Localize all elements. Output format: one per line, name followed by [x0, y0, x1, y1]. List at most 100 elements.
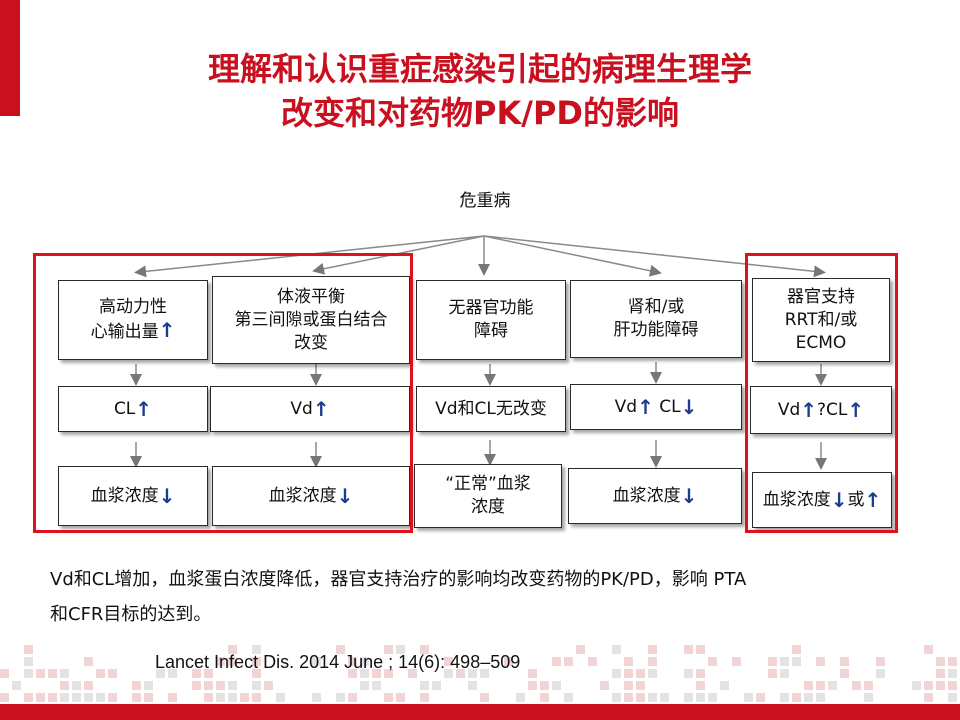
pixel-square: [336, 693, 345, 702]
pixel-square: [648, 645, 657, 654]
condition-5-line2: RRT和/或: [784, 309, 858, 330]
condition-2-line2: 第三间隙或蛋白结合: [234, 309, 388, 330]
pixel-square: [804, 681, 813, 690]
outcome-box-2: 血浆浓度↓: [212, 466, 410, 526]
condition-box-2: 体液平衡 第三间隙或蛋白结合 改变: [212, 276, 410, 364]
bottom-bar: [0, 704, 960, 720]
pixel-square: [780, 669, 789, 678]
pixel-square: [108, 693, 117, 702]
pixel-square: [516, 693, 525, 702]
arrow-up-icon: ↑: [637, 394, 654, 419]
outcome-4-text: 血浆浓度: [612, 485, 681, 506]
pixel-square: [684, 645, 693, 654]
pixel-square: [636, 681, 645, 690]
pixel-square: [636, 693, 645, 702]
pk-box-2: Vd↑: [210, 386, 410, 432]
accent-bar: [0, 0, 20, 116]
condition-box-1: 高动力性 心输出量↑: [58, 280, 208, 360]
pixel-square: [612, 669, 621, 678]
pk-4-text-a: Vd: [614, 396, 638, 417]
pixel-square: [576, 645, 585, 654]
pixel-square: [684, 693, 693, 702]
pk-box-3: Vd和CL无改变: [416, 386, 566, 432]
highlight-frame-left: [33, 253, 413, 533]
pixel-square: [768, 669, 777, 678]
pixel-square: [840, 657, 849, 666]
pk-3-text: Vd和CL无改变: [435, 398, 547, 419]
pixel-square: [612, 645, 621, 654]
outcome-3-line2: 浓度: [471, 497, 505, 517]
pixel-square: [948, 657, 957, 666]
pixel-square: [252, 645, 261, 654]
outcome-2-text: 血浆浓度: [268, 485, 337, 506]
arrow-down-icon: ↓: [336, 483, 354, 508]
pixel-square: [792, 645, 801, 654]
pixel-square: [564, 693, 573, 702]
pixel-square: [864, 681, 873, 690]
pixel-square: [96, 693, 105, 702]
pixel-square: [84, 681, 93, 690]
arrow-up-icon: ↑: [847, 397, 865, 422]
pixel-square: [780, 693, 789, 702]
arrow-up-icon: ↑: [135, 396, 153, 421]
decorative-pixel-pattern: [0, 645, 957, 702]
condition-box-5: 器官支持 RRT和/或 ECMO: [752, 278, 890, 362]
condition-3-line2: 障碍: [474, 321, 508, 341]
pixel-square: [624, 669, 633, 678]
pixel-square: [108, 669, 117, 678]
pixel-square: [204, 693, 213, 702]
pixel-square: [936, 669, 945, 678]
pk-1-text: CL: [113, 398, 136, 419]
pixel-square: [420, 693, 429, 702]
pixel-square: [816, 681, 825, 690]
condition-2-line1: 体液平衡: [277, 286, 345, 307]
pixel-square: [204, 681, 213, 690]
pixel-square: [252, 681, 261, 690]
pixel-square: [708, 657, 717, 666]
pixel-square: [336, 645, 345, 654]
pixel-square: [168, 669, 177, 678]
pixel-square: [468, 669, 477, 678]
pixel-square: [36, 669, 45, 678]
pixel-square: [720, 681, 729, 690]
pixel-square: [660, 693, 669, 702]
pixel-square: [540, 693, 549, 702]
pixel-square: [648, 657, 657, 666]
pixel-square: [696, 645, 705, 654]
pixel-square: [396, 693, 405, 702]
pixel-square: [168, 693, 177, 702]
condition-4-line2: 肝功能障碍: [613, 320, 699, 340]
pixel-square: [828, 681, 837, 690]
pixel-square: [420, 645, 429, 654]
pixel-square: [48, 669, 57, 678]
pixel-square: [528, 681, 537, 690]
arrow-down-icon: ↓: [830, 487, 848, 512]
pixel-square: [768, 657, 777, 666]
pixel-square: [648, 669, 657, 678]
diagram-root-label: 危重病: [459, 191, 511, 211]
pixel-square: [804, 693, 813, 702]
pk-4-text-b: CL: [653, 396, 681, 417]
slide-title-line2: 改变和对药物PK/PD的影响: [281, 94, 679, 132]
condition-3-line1: 无器官功能: [448, 298, 534, 318]
pixel-square: [264, 681, 273, 690]
pixel-square: [72, 681, 81, 690]
pixel-square: [864, 693, 873, 702]
outcome-box-1: 血浆浓度↓: [58, 466, 208, 526]
condition-1-line1: 高动力性: [98, 297, 167, 317]
pixel-square: [384, 645, 393, 654]
pixel-square: [372, 681, 381, 690]
condition-2-line3: 改变: [294, 332, 328, 353]
outcome-3-line1: “正常”血浆: [445, 474, 531, 494]
pixel-square: [24, 669, 33, 678]
outcome-1-text: 血浆浓度: [90, 485, 159, 506]
pixel-square: [36, 693, 45, 702]
pixel-square: [24, 693, 33, 702]
pixel-square: [420, 681, 429, 690]
outcome-box-3: “正常”血浆 浓度: [414, 464, 562, 528]
pixel-square: [60, 681, 69, 690]
pixel-square: [84, 693, 93, 702]
pixel-square: [60, 693, 69, 702]
pixel-square: [60, 669, 69, 678]
pixel-square: [348, 693, 357, 702]
